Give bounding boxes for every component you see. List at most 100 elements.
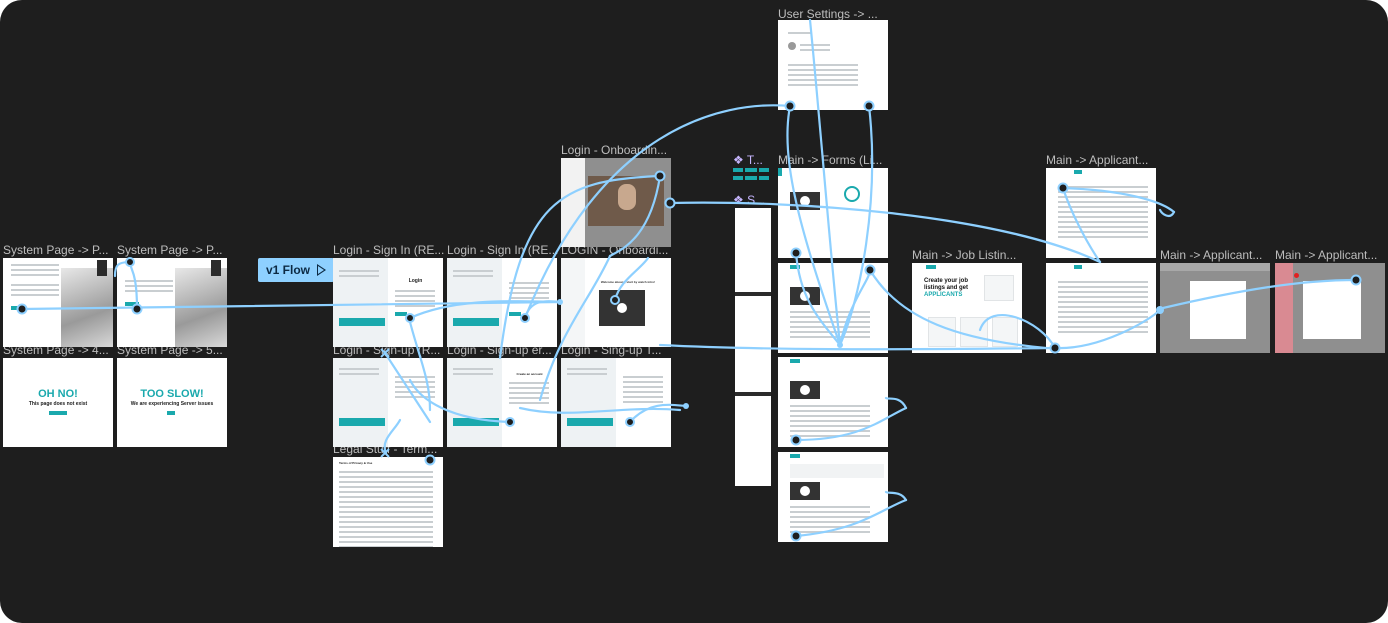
component-set-s[interactable]: [735, 208, 771, 486]
header-card: [790, 464, 884, 478]
feature-card: [984, 275, 1014, 301]
too-slow-title: TOO SLOW!: [140, 388, 204, 400]
frame-label-main-forms[interactable]: Main -> Forms (Li...: [778, 153, 883, 167]
frame-button: [167, 411, 175, 415]
video-frame: [790, 381, 820, 399]
preview-block: [567, 418, 613, 426]
frame-fields: [395, 376, 435, 401]
frame-main-applicant-3[interactable]: [1275, 263, 1385, 353]
frame-label-system-page-2[interactable]: System Page -> P...: [117, 243, 223, 257]
frame-login-signup-2[interactable]: Create an account: [447, 358, 557, 447]
error-dot: [1294, 273, 1299, 278]
frame-main-applicant-2[interactable]: [1160, 263, 1270, 353]
frame-fields: [509, 282, 549, 302]
onboarding-heading: Welcome aboard, start by watch intro!: [600, 280, 656, 284]
left-panel: [333, 358, 388, 447]
frame-login-signup-1[interactable]: [333, 358, 443, 447]
frame-login-onboarding-2[interactable]: Welcome aboard, start by watch intro!: [561, 258, 671, 347]
signup-title: Create an account: [516, 372, 543, 376]
component-label-s[interactable]: ❖ S...: [733, 193, 766, 207]
frame-label-main-job-listing[interactable]: Main -> Job Listin...: [912, 248, 1017, 262]
tab: [790, 359, 800, 363]
video-frame: [790, 287, 820, 305]
frame-text: [11, 264, 59, 299]
frame-fields: [623, 376, 663, 406]
table-rows: [790, 506, 870, 536]
frame-system-page-1[interactable]: [3, 258, 113, 347]
too-slow-subtitle: We are experiencing Server issues: [130, 401, 214, 407]
frame-main-forms-1[interactable]: [778, 168, 888, 258]
frame-login-signin-2[interactable]: [447, 258, 557, 347]
loading-spinner: [844, 186, 860, 202]
component-set-t[interactable]: [733, 168, 771, 190]
arrow-end: [683, 403, 689, 409]
error-sidebar: [1275, 263, 1293, 353]
person-photo: [175, 268, 227, 347]
frame-main-applicant-table[interactable]: [1046, 263, 1156, 353]
frame-system-page-404[interactable]: OH NO! This page does not exist: [3, 358, 113, 447]
video-frame: [599, 290, 645, 326]
frame-main-applicant-1[interactable]: [1046, 168, 1156, 258]
frame-label-main-applicant-3[interactable]: Main -> Applicant...: [1275, 248, 1378, 262]
component-swatch: [745, 168, 757, 172]
frame-label-main-applicant[interactable]: Main -> Applicant...: [1046, 153, 1149, 167]
oh-no-title: OH NO!: [38, 388, 78, 400]
component-swatch: [733, 176, 743, 180]
tab: [1074, 265, 1082, 269]
video-frame: [790, 192, 820, 210]
divider: [735, 292, 771, 296]
frame-label-system-page-1[interactable]: System Page -> P...: [3, 243, 109, 257]
frame-main-forms-2[interactable]: [778, 263, 888, 353]
component-label-t[interactable]: ❖ T...: [733, 153, 763, 167]
play-triangle-icon: [317, 264, 326, 276]
frame-label-user-settings[interactable]: User Settings -> ...: [778, 7, 878, 21]
wire-connection: [884, 490, 908, 502]
component-diamond-icon: ❖: [733, 153, 747, 167]
modal-card: [1303, 281, 1361, 339]
flow-start-button[interactable]: v1 Flow: [258, 258, 334, 282]
frame-button: [11, 306, 25, 310]
play-icon: [800, 385, 810, 395]
avatar: [788, 42, 796, 50]
frame-text: [339, 368, 379, 378]
component-swatch: [733, 168, 743, 172]
frame-login-signin-1[interactable]: Login: [333, 258, 443, 347]
frame-label-login-onboarding[interactable]: Login - Onboardin...: [561, 143, 668, 157]
frame-login-signup-3[interactable]: [561, 358, 671, 447]
tab: [1074, 170, 1082, 174]
frame-text: [453, 270, 493, 280]
frame-text: [125, 280, 173, 295]
frame-login-onboarding[interactable]: [561, 158, 671, 247]
frame-text: [339, 270, 379, 280]
frame-label-main-applicant-2[interactable]: Main -> Applicant...: [1160, 248, 1263, 262]
tab: [790, 454, 800, 458]
table-rows: [790, 405, 870, 440]
play-icon: [800, 196, 810, 206]
login-title: Login: [408, 278, 423, 284]
frame-main-job-listing[interactable]: Create your job listings and get APPLICA…: [912, 263, 1022, 353]
frame-label-login-signin-1[interactable]: Login - Sign In (RE...: [333, 243, 445, 257]
sidebar: [561, 158, 585, 247]
frame-user-settings[interactable]: [778, 20, 888, 110]
frame-legal-stuff[interactable]: Terms of Privacy & Use: [333, 457, 443, 547]
table-rows: [790, 311, 870, 341]
feature-card: [960, 317, 988, 347]
nav-bar: [1160, 263, 1270, 271]
frame-label-login-signin-2[interactable]: Login - Sign In (RE...: [447, 243, 559, 257]
frame-text: [453, 368, 493, 378]
frame-main-forms-4[interactable]: [778, 452, 888, 542]
login-button: [509, 312, 521, 316]
frame-button: [125, 302, 139, 306]
frame-system-page-503[interactable]: TOO SLOW! We are experiencing Server iss…: [117, 358, 227, 447]
feature-card: [992, 317, 1018, 347]
video-frame: [790, 482, 820, 500]
play-icon: [800, 291, 810, 301]
component-swatch: [759, 168, 769, 172]
component-swatch: [745, 176, 757, 180]
frame-main-forms-3[interactable]: [778, 357, 888, 447]
divider: [735, 392, 771, 396]
legal-title: Terms of Privacy & Use: [339, 461, 373, 465]
frame-system-page-2[interactable]: [117, 258, 227, 347]
logo: [778, 168, 782, 176]
